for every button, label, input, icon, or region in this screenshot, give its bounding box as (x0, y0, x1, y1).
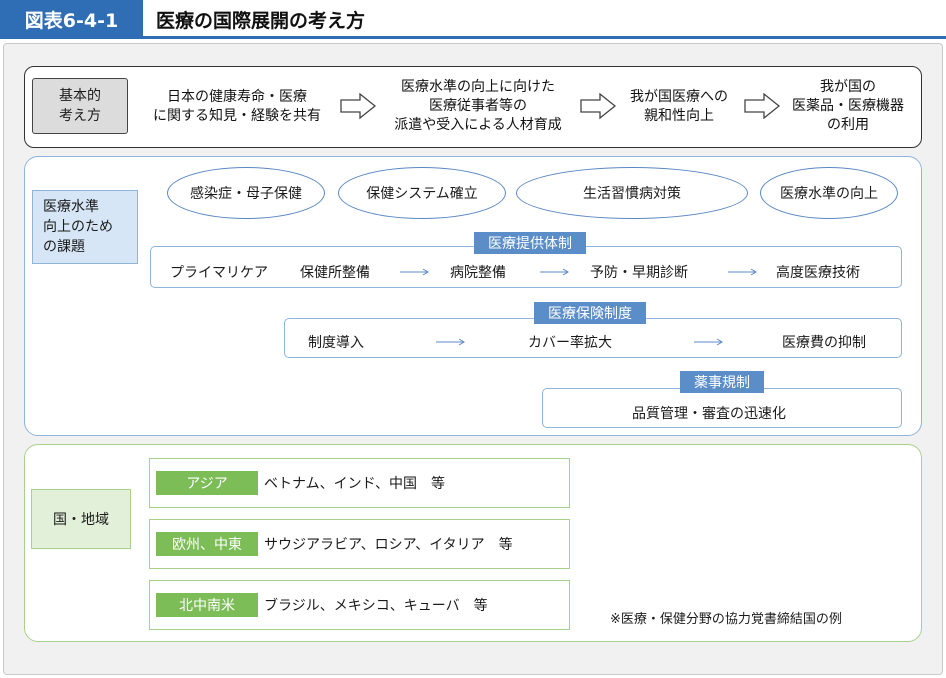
step-text: 医療水準の向上に向けた (401, 79, 555, 95)
step-text: 我が国医療への (630, 89, 728, 105)
pharma-tag: 薬事規制 (680, 371, 764, 393)
insurance-tag: 医療保険制度 (534, 302, 646, 324)
regions-label: 国・地域 (31, 489, 131, 549)
provision-item: 予防・早期診断 (590, 265, 688, 281)
step-text: 派遣や受入による人材育成 (394, 117, 562, 133)
step-text: 親和性向上 (644, 108, 714, 124)
step-text: の利用 (827, 117, 869, 133)
region-tag: 北中南米 (156, 593, 258, 617)
issue-ellipse: 医療水準の向上 (760, 167, 898, 219)
issues-label-line: 向上のため (43, 219, 113, 235)
flow-arrow-icon (436, 338, 465, 346)
region-countries: ブラジル、メキシコ、キューバ 等 (264, 598, 488, 614)
region-row: 欧州、中東 サウジアラビア、ロシア、イタリア 等 (149, 519, 570, 569)
provision-item: 病院整備 (450, 265, 506, 281)
pharma-item: 品質管理・審査の迅速化 (632, 406, 786, 422)
flow-arrow-icon (540, 268, 569, 276)
provision-item: 高度医療技術 (776, 265, 860, 281)
region-row: アジア ベトナム、インド、中国 等 (149, 458, 570, 508)
basic-label-line: 考え方 (59, 108, 101, 124)
basic-step-1: 日本の健康寿命・医療 に関する知見・経験を共有 (137, 88, 337, 126)
issues-label: 医療水準 向上のため の課題 (32, 190, 138, 264)
basic-step-3: 我が国医療への 親和性向上 (614, 88, 744, 126)
provision-tag: 医療提供体制 (474, 232, 586, 254)
flow-arrow-icon (728, 268, 757, 276)
figure-title: 医療の国際展開の考え方 (156, 9, 366, 32)
region-tag: 欧州、中東 (156, 532, 258, 556)
right-arrow-icon (580, 93, 616, 119)
issues-label-line: 医療水準 (43, 199, 99, 215)
figure-number: 図表6-4-1 (0, 0, 143, 38)
issue-ellipse: 保健システム確立 (338, 167, 506, 219)
step-text: 医療従事者等の (429, 98, 527, 114)
region-row: 北中南米 ブラジル、メキシコ、キューバ 等 (149, 580, 570, 630)
basic-label-line: 基本的 (59, 88, 101, 104)
basic-step-4: 我が国の 医薬品・医療機器 の利用 (780, 78, 916, 135)
step-text: 日本の健康寿命・医療 (167, 89, 307, 105)
step-text: に関する知見・経験を共有 (153, 108, 321, 124)
figure-header: 図表6-4-1 医療の国際展開の考え方 (0, 0, 946, 39)
region-countries: ベトナム、インド、中国 等 (264, 476, 446, 492)
basic-concept-label: 基本的考え方 (32, 78, 128, 134)
right-arrow-icon (744, 93, 780, 119)
flow-arrow-icon (400, 268, 429, 276)
flow-arrow-icon (694, 338, 723, 346)
header-rule (0, 36, 946, 39)
basic-step-2: 医療水準の向上に向けた 医療従事者等の 派遣や受入による人材育成 (378, 78, 578, 135)
region-countries: サウジアラビア、ロシア、イタリア 等 (264, 537, 513, 553)
issues-label-line: の課題 (43, 239, 85, 255)
issue-ellipse: 感染症・母子保健 (167, 167, 325, 219)
insurance-box (284, 318, 902, 358)
right-arrow-icon (340, 93, 376, 119)
issue-ellipse: 生活習慣病対策 (516, 167, 748, 219)
provision-item: 保健所整備 (300, 265, 370, 281)
insurance-item: 医療費の抑制 (782, 335, 866, 351)
step-text: 医薬品・医療機器 (792, 98, 904, 114)
insurance-item: カバー率拡大 (528, 335, 612, 351)
step-text: 我が国の (820, 79, 876, 95)
footnote: ※医療・保健分野の協力覚書締結国の例 (610, 612, 842, 627)
region-tag: アジア (156, 471, 258, 495)
provision-item: プライマリケア (170, 265, 268, 281)
insurance-item: 制度導入 (308, 335, 364, 351)
